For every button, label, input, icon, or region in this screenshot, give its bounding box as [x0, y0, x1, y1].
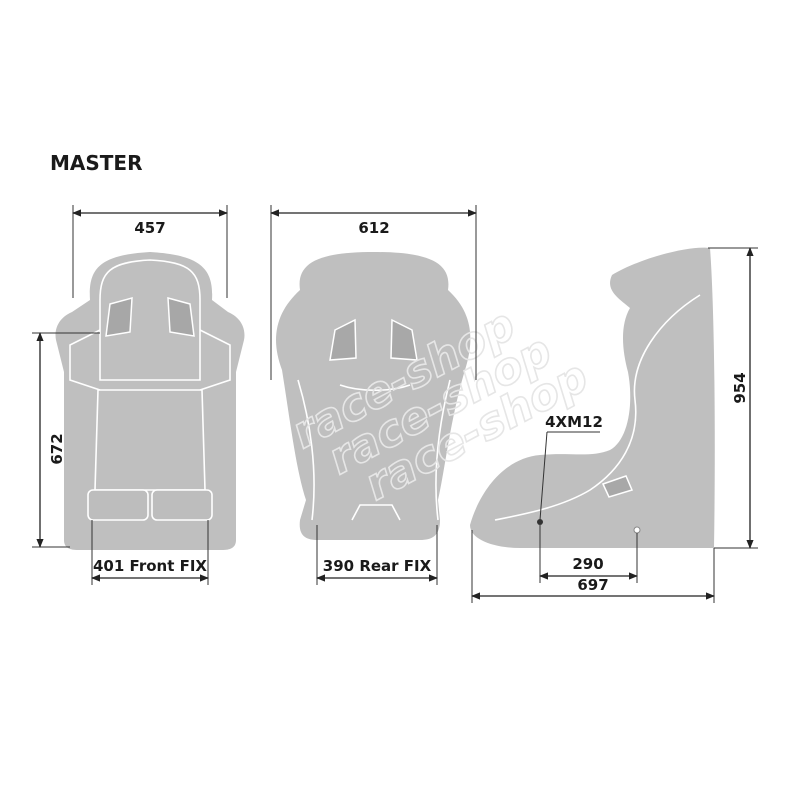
rear-fix-dimension: 390 Rear FIX — [316, 525, 438, 585]
front-height-dimension: 672 — [32, 332, 100, 548]
bolt-spec-callout: 4XM12 — [539, 413, 603, 521]
side-height-dimension: 954 — [708, 247, 758, 549]
front-height-label: 672 — [48, 433, 66, 464]
front-fix-label: 401 Front FIX — [93, 557, 207, 575]
front-view-seat — [55, 252, 245, 550]
diagram-title: MASTER — [50, 151, 143, 175]
rear-view-seat — [276, 252, 471, 540]
front-fix-dimension: 401 Front FIX — [91, 520, 209, 585]
front-width-label: 457 — [134, 219, 165, 237]
side-height-label: 954 — [731, 372, 749, 403]
side-view-seat — [470, 247, 715, 548]
rear-width-label: 612 — [358, 219, 389, 237]
rear-fix-label: 390 Rear FIX — [323, 557, 432, 575]
side-fix-label: 290 — [572, 555, 603, 573]
side-depth-label: 697 — [577, 576, 608, 594]
bolt-spec-label: 4XM12 — [545, 413, 603, 431]
side-fix-dimension: 290 — [539, 525, 638, 583]
front-width-dimension: 457 — [72, 205, 228, 298]
side-depth-dimension: 697 — [471, 530, 715, 603]
rear-width-dimension: 612 — [270, 205, 477, 380]
